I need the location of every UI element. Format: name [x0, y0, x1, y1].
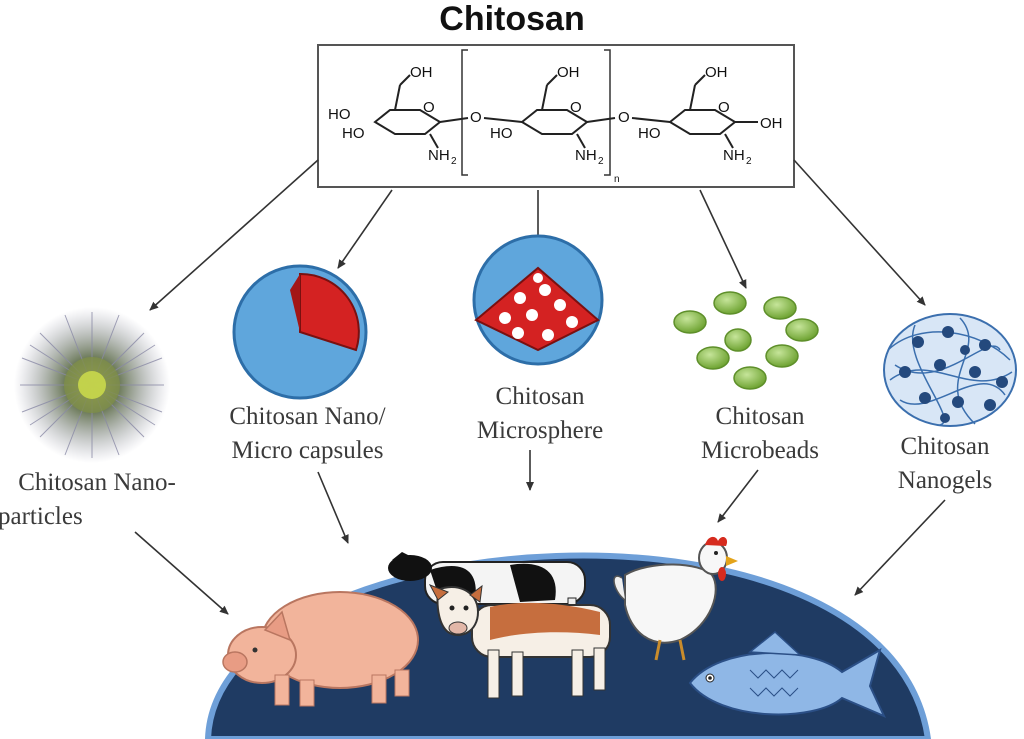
repeat-n-label: n: [614, 174, 620, 185]
microbeads-icon: [673, 291, 819, 390]
arrow-to-microbeads: [699, 189, 747, 289]
label-microsphere-line1: Chitosan: [495, 383, 585, 410]
microsphere-icon: [472, 234, 604, 366]
fish-icon: [688, 631, 887, 718]
label-capsules-line2: Micro capsules: [231, 437, 384, 464]
svg-text:O: O: [718, 99, 730, 116]
svg-text:NH: NH: [428, 147, 450, 164]
arrow-capsules-to-livestock: [317, 471, 349, 544]
svg-text:NH: NH: [575, 147, 597, 164]
nanocapsule-icon: [232, 264, 368, 400]
chitosan-structure: n OH HO HO O NH 2 O OH HO O NH: [317, 44, 795, 188]
svg-text:O: O: [618, 109, 630, 126]
label-nanoparticles: Chitosan Nano- particles: [0, 466, 202, 534]
calf-icon: [428, 584, 611, 699]
glucosamine-ring-2: OH HO O NH 2: [483, 64, 616, 167]
svg-text:O: O: [470, 109, 482, 126]
label-capsules-line1: Chitosan Nano/: [229, 403, 386, 430]
svg-text:O: O: [423, 99, 435, 116]
diagram-title: Chitosan: [439, 0, 585, 38]
label-nanoparticles-line1: Chitosan Nano-: [18, 469, 176, 496]
svg-text:NH: NH: [723, 147, 745, 164]
svg-text:2: 2: [598, 156, 604, 167]
arrow-microbeads-to-livestock: [717, 469, 759, 523]
svg-text:OH: OH: [760, 115, 783, 132]
svg-text:HO: HO: [638, 125, 661, 142]
arrows-top: [149, 159, 926, 311]
arrow-nanoparticles-to-livestock: [134, 531, 229, 615]
svg-text:2: 2: [451, 156, 457, 167]
hen-icon: [613, 536, 738, 661]
svg-text:O: O: [570, 99, 582, 116]
arrow-to-nanogels: [793, 159, 926, 306]
svg-text:OH: OH: [410, 64, 433, 81]
arrow-to-capsules: [337, 189, 393, 269]
arrow-to-nanoparticles: [149, 159, 319, 311]
glucosamine-ring-1: OH HO HO O NH 2: [328, 64, 469, 167]
svg-text:OH: OH: [705, 64, 728, 81]
label-nanogels: Chitosan Nanogels: [870, 430, 1020, 498]
glucosamine-ring-3: OH HO O OH NH 2: [631, 64, 783, 167]
svg-text:HO: HO: [342, 125, 365, 142]
label-nanogels-line2: Nanogels: [897, 467, 993, 494]
svg-text:OH: OH: [557, 64, 580, 81]
nanoparticle-icon: [14, 307, 170, 463]
pig-icon: [222, 591, 419, 707]
label-microbeads-line1: Chitosan: [715, 403, 805, 430]
label-nanoparticles-line2: particles: [0, 503, 83, 530]
svg-text:HO: HO: [328, 106, 351, 123]
label-microsphere-line2: Microsphere: [476, 417, 604, 444]
label-capsules: Chitosan Nano/ Micro capsules: [200, 400, 415, 468]
label-nanogels-line1: Chitosan: [900, 433, 990, 460]
svg-text:HO: HO: [490, 125, 513, 142]
label-microbeads-line2: Microbeads: [700, 437, 820, 464]
label-microsphere: Chitosan Microsphere: [445, 380, 635, 448]
nanogel-icon: [883, 313, 1017, 427]
label-microbeads: Chitosan Microbeads: [665, 400, 855, 468]
arrow-nanogels-to-livestock: [854, 499, 946, 596]
svg-text:2: 2: [746, 156, 752, 167]
arrows-bottom: [134, 450, 946, 615]
